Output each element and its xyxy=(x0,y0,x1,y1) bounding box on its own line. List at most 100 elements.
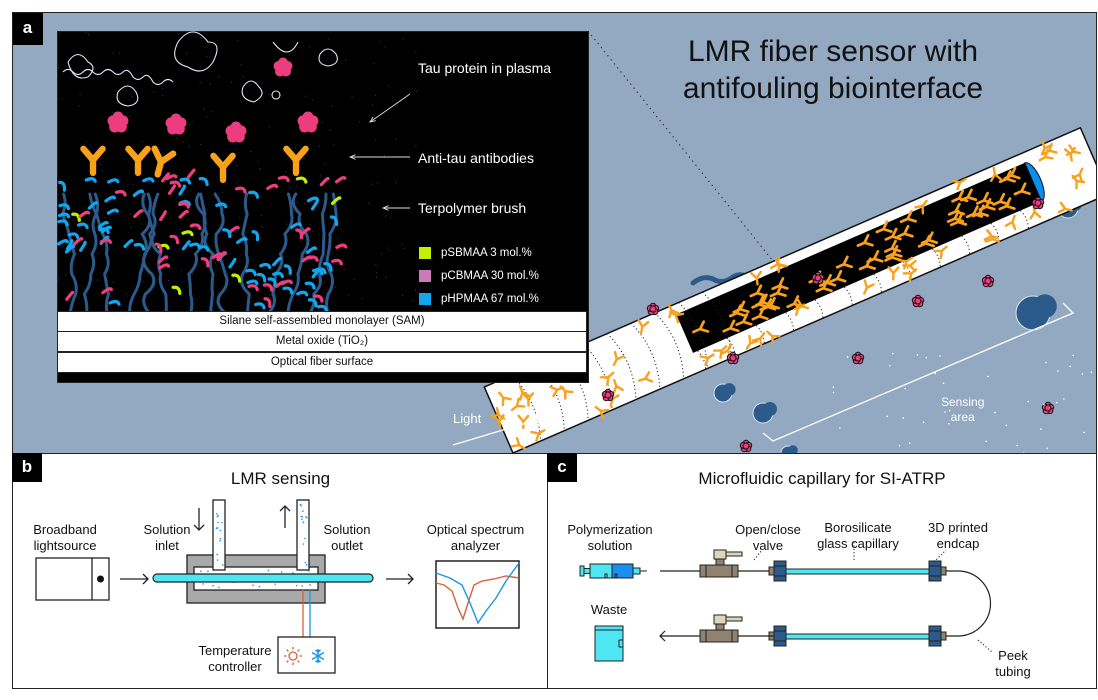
syringe-icon xyxy=(579,563,647,579)
polymer-side-chain xyxy=(100,225,112,234)
osa-label: Optical spectrum analyzer xyxy=(413,522,538,554)
polymer-side-chain xyxy=(133,209,144,219)
particle-dot xyxy=(294,147,297,149)
plasma-chain-outline xyxy=(62,68,174,86)
polymer-chain-backbone xyxy=(93,192,111,316)
polymer-side-chain xyxy=(211,252,224,260)
particle-dot xyxy=(374,94,377,97)
polymer-side-chain xyxy=(158,263,171,270)
light-arrow xyxy=(452,417,544,446)
particle-dot xyxy=(987,375,989,378)
particle-dot xyxy=(87,33,90,36)
polymer-side-chain xyxy=(123,238,134,249)
fiber-contour xyxy=(755,325,765,344)
polymer-side-chain xyxy=(97,220,109,229)
antibody-icon xyxy=(774,257,788,273)
antibody-icon xyxy=(875,220,893,234)
particle-dot xyxy=(1027,400,1030,403)
particle-dot xyxy=(302,521,305,523)
polymer-side-chain xyxy=(295,176,308,184)
polymer-side-chain xyxy=(334,176,347,184)
brush-label: Terpolymer brush xyxy=(418,200,527,216)
particle-dot xyxy=(206,56,208,58)
particle-dot xyxy=(304,95,307,97)
polymer-side-chain xyxy=(306,196,319,203)
polymer-side-chain xyxy=(101,287,113,295)
particle-dot xyxy=(61,98,63,100)
particle-dot xyxy=(257,161,259,163)
particle-dot xyxy=(130,213,132,215)
antibody-icon xyxy=(732,300,750,314)
particle-dot xyxy=(182,141,184,143)
polymer-side-chain xyxy=(247,284,259,292)
polymer-side-chain xyxy=(133,242,146,251)
polymer-side-chain xyxy=(228,257,237,269)
endcap-nut xyxy=(768,566,775,576)
particle-dot xyxy=(331,105,333,107)
particle-dot xyxy=(394,181,397,184)
polymer-side-chain xyxy=(178,202,190,209)
sun-icon xyxy=(284,647,302,665)
antibody-icon xyxy=(699,353,715,367)
particle-dot xyxy=(131,95,134,97)
polymer-side-chain xyxy=(263,297,272,308)
label-line: Solution xyxy=(143,522,191,537)
particle-dot xyxy=(415,145,417,147)
particle-dot xyxy=(216,527,219,529)
tau-protein-icon xyxy=(851,351,865,365)
particle-dot xyxy=(304,561,307,564)
polymer-side-chain xyxy=(228,225,240,234)
particle-dot xyxy=(175,234,178,236)
particle-dot xyxy=(79,93,81,95)
particle-dot xyxy=(64,274,67,276)
polymer-side-chain xyxy=(114,189,127,197)
polymer-side-chain xyxy=(315,267,327,275)
polymer-chain-backbone xyxy=(307,192,328,316)
polymer-side-chain xyxy=(171,285,182,296)
endcap-nut xyxy=(940,566,947,576)
particle-dot xyxy=(412,299,414,302)
polymer-side-chain xyxy=(272,271,285,279)
antibody-icon xyxy=(517,414,530,430)
antibody-icon xyxy=(549,385,565,398)
particle-dot xyxy=(1072,354,1075,357)
particle-dot xyxy=(188,124,191,126)
particle-dot xyxy=(128,115,131,117)
particle-dot xyxy=(240,64,242,66)
polymer-side-chain xyxy=(108,299,121,306)
valve-handle xyxy=(713,614,727,625)
antibody-icon xyxy=(749,284,767,298)
particle-dot xyxy=(312,99,314,101)
outlet-label: Solution outlet xyxy=(317,522,377,554)
particle-dot xyxy=(212,584,215,587)
light-arrow-head-icon xyxy=(534,415,545,426)
temperature-controller-label: Temperature controller xyxy=(193,643,277,675)
particle-dot xyxy=(180,269,182,271)
particle-dot xyxy=(383,155,385,157)
capillary-label: Borosilicate glass capillary xyxy=(808,520,908,552)
polymer-side-chain xyxy=(189,223,202,231)
particle-dot xyxy=(948,422,950,425)
particle-dot xyxy=(1090,371,1093,373)
antibody-icon xyxy=(884,248,902,262)
particle-dot xyxy=(985,440,987,443)
antibody-icon xyxy=(786,295,804,309)
sensing-line-1: Sensing xyxy=(941,395,985,409)
particle-dot xyxy=(385,215,387,217)
fiber-contour xyxy=(630,322,661,390)
particle-dot xyxy=(250,151,252,153)
panel-label-a: a xyxy=(13,13,43,45)
valve-lever xyxy=(725,551,743,557)
particle-dot xyxy=(259,168,261,170)
endcap-leader xyxy=(933,549,947,563)
antibody-icon xyxy=(1057,201,1073,214)
antibody-icon xyxy=(637,371,654,383)
tau-protein-icon xyxy=(297,111,319,133)
polymer-side-chain xyxy=(188,242,201,249)
polymer-side-chain xyxy=(178,184,187,196)
fiber-contour xyxy=(1020,210,1029,229)
polymer-side-chain xyxy=(186,168,196,179)
particle-dot xyxy=(219,537,222,540)
polymer-side-chain xyxy=(58,180,67,192)
particle-dot xyxy=(101,169,103,172)
